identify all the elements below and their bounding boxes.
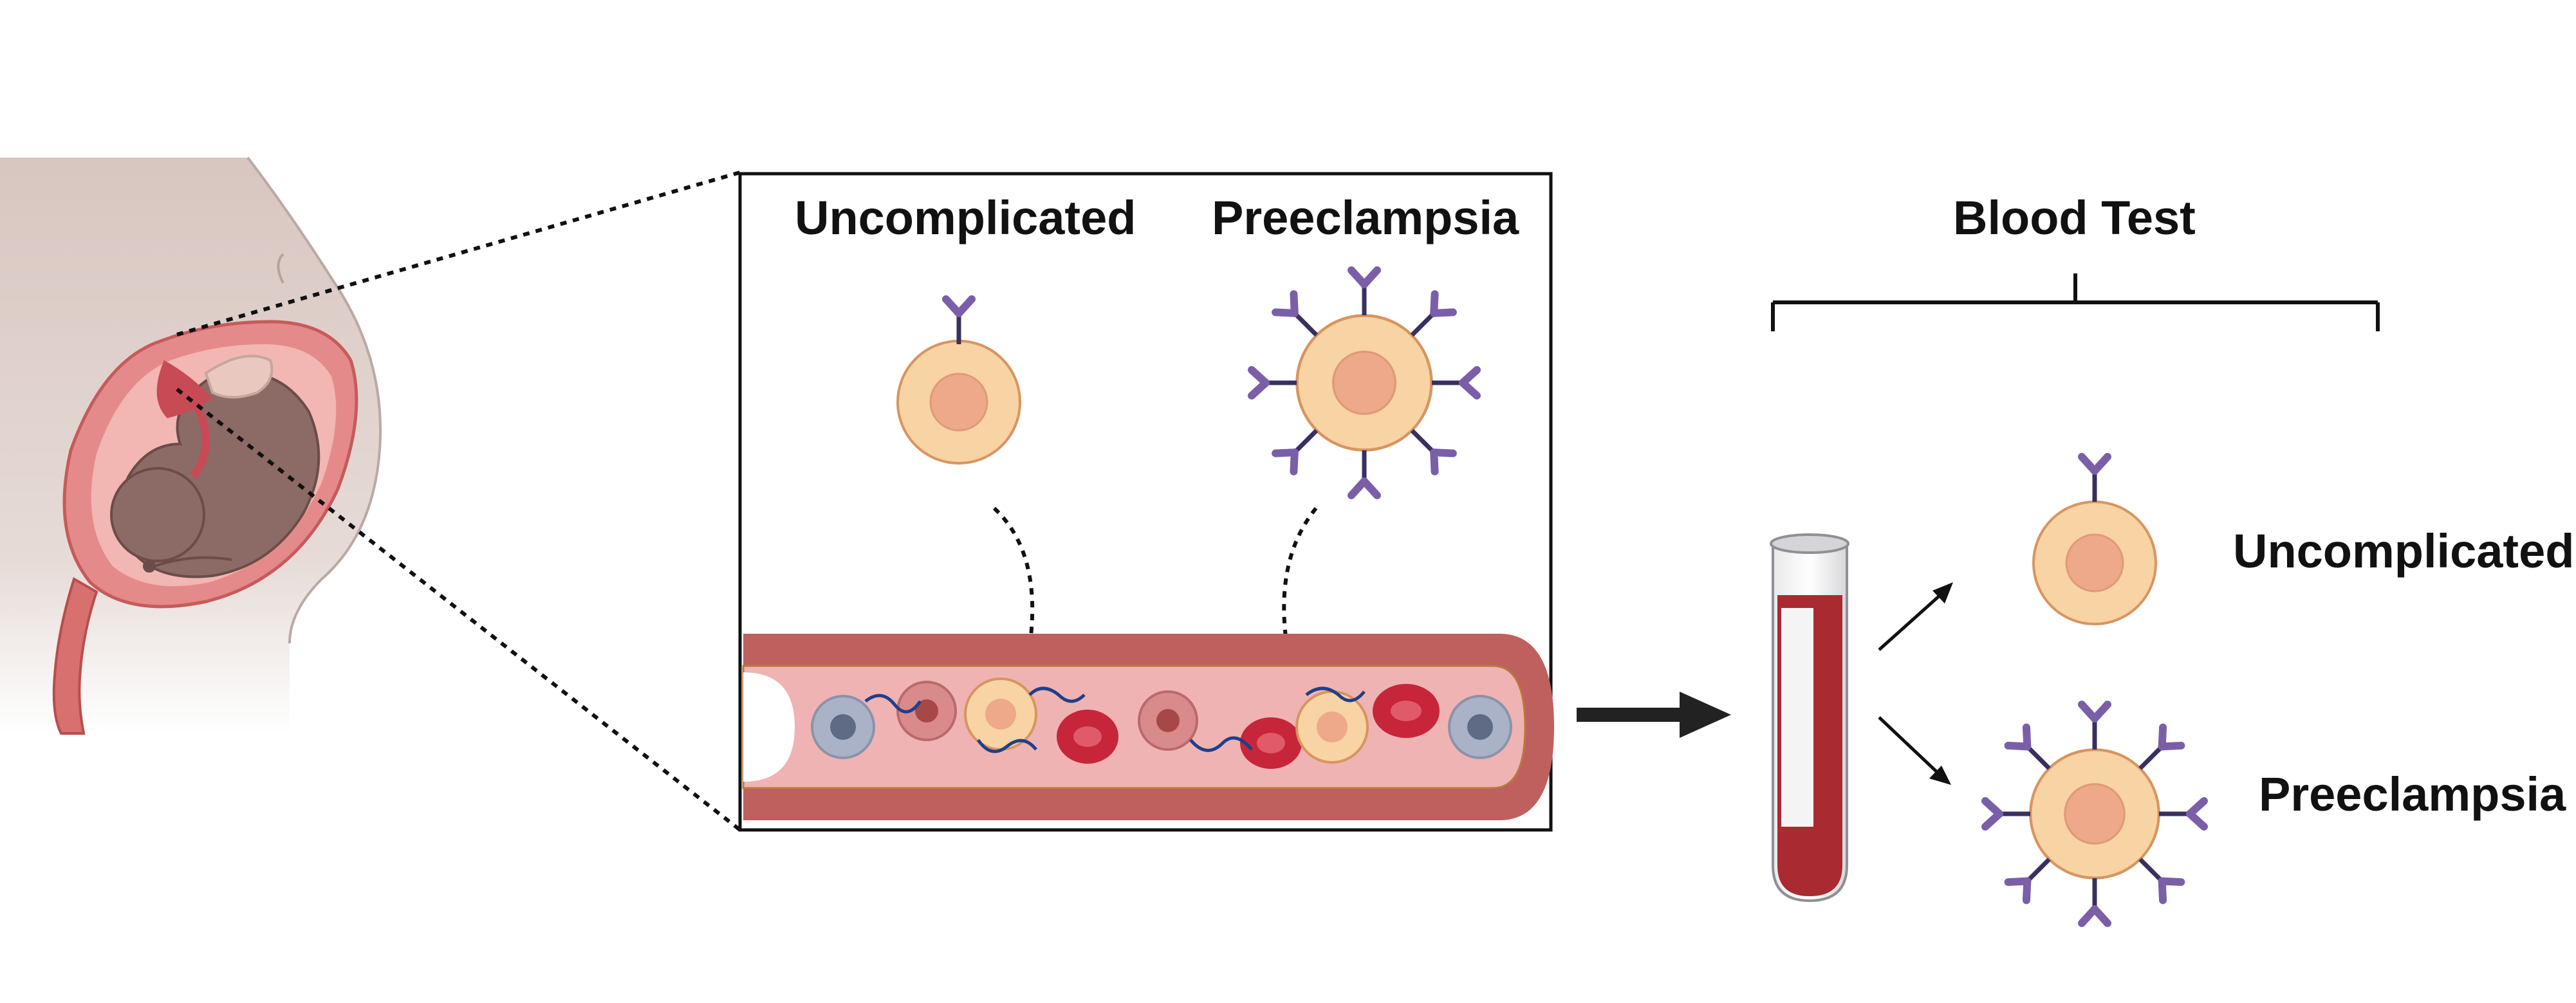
label-uncomplicated-right: Uncomplicated <box>2233 524 2575 578</box>
result-arrows <box>1878 582 1953 785</box>
flow-arrow <box>1577 692 1731 738</box>
pregnant-body-illustration <box>0 156 382 735</box>
zoom-lines <box>176 170 741 832</box>
label-preeclampsia-right: Preeclampsia <box>2259 768 2566 821</box>
blood-test-tube-icon <box>1770 533 1849 903</box>
label-blood-test: Blood Test <box>1953 191 2196 244</box>
blood-vessel-illustration <box>742 634 1554 820</box>
label-uncomplicated-top: Uncomplicated <box>795 191 1136 244</box>
label-preeclampsia-top: Preeclampsia <box>1212 191 1519 244</box>
uncomplicated-cell-right <box>2032 457 2157 625</box>
preeclampsia-cell-right <box>1985 704 2204 923</box>
blood-test-bracket <box>1771 273 2380 331</box>
